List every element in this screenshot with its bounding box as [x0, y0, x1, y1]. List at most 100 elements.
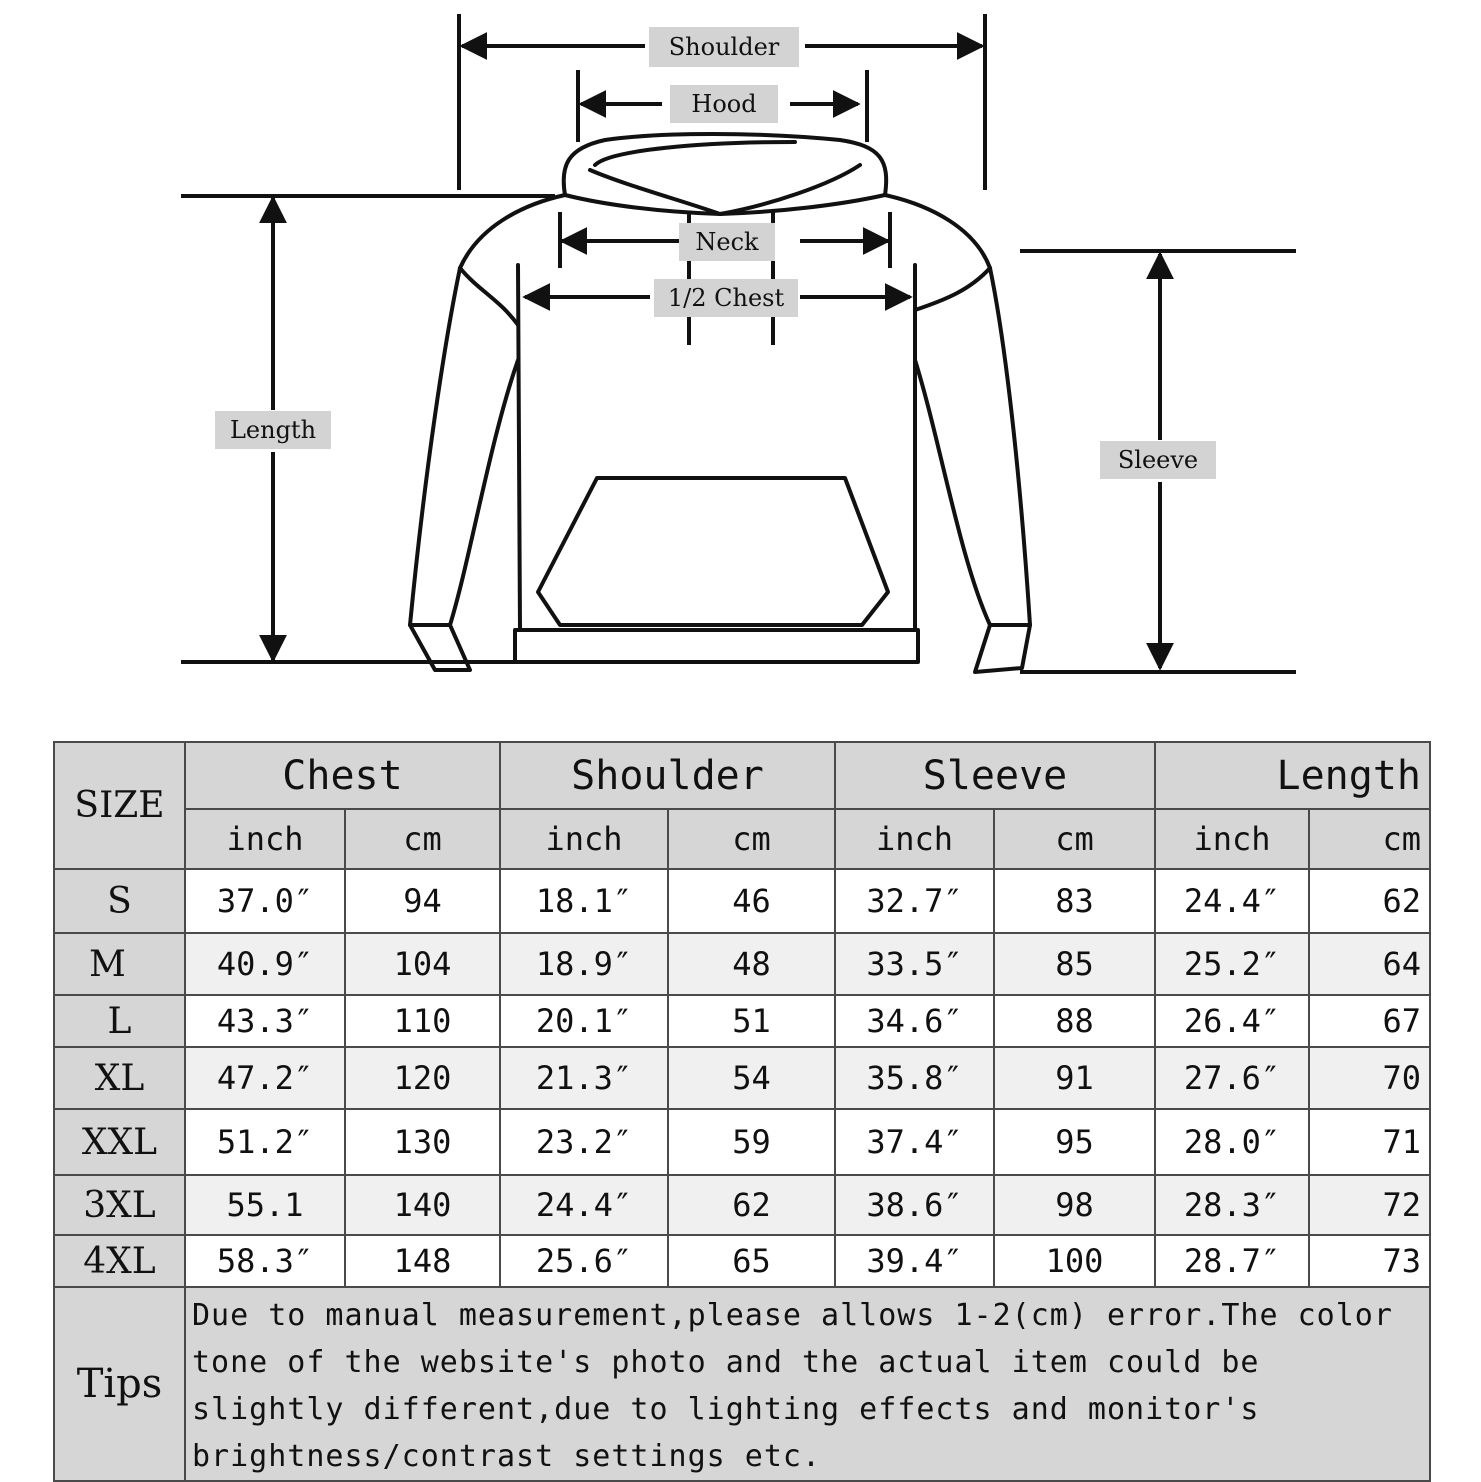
size-label: L — [53, 994, 186, 1048]
value-cell: 39.4″ — [834, 1234, 995, 1288]
value-cell: 64 — [1308, 932, 1431, 996]
label-hood: Hood — [670, 85, 778, 123]
size-label: XL — [53, 1046, 186, 1110]
unit-header: inch — [499, 808, 669, 870]
value-cell: 148 — [344, 1234, 501, 1288]
value-cell: 94 — [344, 868, 501, 934]
value-cell: 40.9″ — [184, 932, 346, 996]
table-row: XL 47.2″ 120 21.3″ 54 35.8″ 91 27.6″ 70 — [53, 1046, 1431, 1110]
value-cell: 67 — [1308, 994, 1431, 1048]
label-shoulder: Shoulder — [649, 27, 799, 67]
value-cell: 140 — [344, 1174, 501, 1236]
value-cell: 130 — [344, 1108, 501, 1176]
hoodie-outline — [408, 132, 1032, 674]
unit-header: cm — [1308, 808, 1431, 870]
value-cell: 70 — [1308, 1046, 1431, 1110]
size-label: M — [53, 932, 186, 996]
value-cell: 59 — [667, 1108, 836, 1176]
svg-text:Shoulder: Shoulder — [669, 33, 780, 61]
value-cell: 62 — [1308, 868, 1431, 934]
table-row: XXL 51.2″ 130 23.2″ 59 37.4″ 95 28.0″ 71 — [53, 1108, 1431, 1176]
value-cell: 43.3″ — [184, 994, 346, 1048]
value-cell: 58.3″ — [184, 1234, 346, 1288]
table-row: L 43.3″ 110 20.1″ 51 34.6″ 88 26.4″ 67 — [53, 994, 1431, 1048]
value-cell: 18.9″ — [499, 932, 669, 996]
unit-header: cm — [344, 808, 501, 870]
svg-text:Sleeve: Sleeve — [1118, 446, 1198, 474]
value-cell: 26.4″ — [1154, 994, 1310, 1048]
value-cell: 65 — [667, 1234, 836, 1288]
value-cell: 46 — [667, 868, 836, 934]
tips-text: Due to manual measurement,please allows … — [184, 1286, 1431, 1482]
table-row: 3XL 55.1 140 24.4″ 62 38.6″ 98 28.3″ 72 — [53, 1174, 1431, 1236]
value-cell: 37.0″ — [184, 868, 346, 934]
value-cell: 51 — [667, 994, 836, 1048]
value-cell: 104 — [344, 932, 501, 996]
label-neck: Neck — [679, 223, 775, 261]
value-cell: 83 — [993, 868, 1156, 934]
unit-header: inch — [1154, 808, 1310, 870]
value-cell: 28.3″ — [1154, 1174, 1310, 1236]
table-row: M 40.9″ 104 18.9″ 48 33.5″ 85 25.2″ 64 — [53, 932, 1431, 996]
value-cell: 73 — [1308, 1234, 1431, 1288]
value-cell: 34.6″ — [834, 994, 995, 1048]
svg-text:Neck: Neck — [695, 228, 759, 256]
value-cell: 48 — [667, 932, 836, 996]
value-cell: 51.2″ — [184, 1108, 346, 1176]
group-header-sleeve: Sleeve — [834, 741, 1156, 810]
group-header-shoulder: Shoulder — [499, 741, 836, 810]
unit-header: inch — [184, 808, 346, 870]
value-cell: 85 — [993, 932, 1156, 996]
unit-header: cm — [667, 808, 836, 870]
label-sleeve: Sleeve — [1100, 441, 1216, 479]
size-label: 4XL — [53, 1234, 186, 1288]
unit-header: cm — [993, 808, 1156, 870]
value-cell: 54 — [667, 1046, 836, 1110]
value-cell: 88 — [993, 994, 1156, 1048]
measurement-lines — [181, 14, 1296, 674]
value-cell: 20.1″ — [499, 994, 669, 1048]
value-cell: 28.7″ — [1154, 1234, 1310, 1288]
value-cell: 38.6″ — [834, 1174, 995, 1236]
value-cell: 72 — [1308, 1174, 1431, 1236]
label-half-chest: 1/2 Chest — [654, 279, 798, 317]
group-header-chest: Chest — [184, 741, 501, 810]
svg-text:1/2 Chest: 1/2 Chest — [668, 284, 785, 312]
label-length: Length — [215, 411, 331, 449]
value-cell: 47.2″ — [184, 1046, 346, 1110]
value-cell: 71 — [1308, 1108, 1431, 1176]
value-cell: 35.8″ — [834, 1046, 995, 1110]
size-label: 3XL — [53, 1174, 186, 1236]
value-cell: 32.7″ — [834, 868, 995, 934]
value-cell: 23.2″ — [499, 1108, 669, 1176]
value-cell: 100 — [993, 1234, 1156, 1288]
value-cell: 55.1 — [184, 1174, 346, 1236]
value-cell: 18.1″ — [499, 868, 669, 934]
value-cell: 98 — [993, 1174, 1156, 1236]
hoodie-measurement-diagram: Shoulder Hood Neck 1/2 Chest Length Slee… — [181, 14, 1296, 674]
table-row: 4XL 58.3″ 148 25.6″ 65 39.4″ 100 28.7″ 7… — [53, 1234, 1431, 1288]
value-cell: 27.6″ — [1154, 1046, 1310, 1110]
tips-label: Tips — [53, 1286, 186, 1482]
table-row: S 37.0″ 94 18.1″ 46 32.7″ 83 24.4″ 62 — [53, 868, 1431, 934]
value-cell: 110 — [344, 994, 501, 1048]
value-cell: 62 — [667, 1174, 836, 1236]
value-cell: 33.5″ — [834, 932, 995, 996]
value-cell: 24.4″ — [499, 1174, 669, 1236]
value-cell: 21.3″ — [499, 1046, 669, 1110]
group-header-length: Length — [1154, 741, 1431, 810]
value-cell: 24.4″ — [1154, 868, 1310, 934]
value-cell: 25.6″ — [499, 1234, 669, 1288]
size-chart-table: SIZE Chest Shoulder Sleeve Length inch c… — [53, 741, 1431, 1482]
value-cell: 37.4″ — [834, 1108, 995, 1176]
size-header: SIZE — [53, 741, 186, 870]
value-cell: 91 — [993, 1046, 1156, 1110]
size-label: S — [53, 868, 186, 934]
svg-text:Hood: Hood — [691, 90, 756, 118]
value-cell: 95 — [993, 1108, 1156, 1176]
value-cell: 120 — [344, 1046, 501, 1110]
svg-text:Length: Length — [230, 416, 316, 444]
unit-header: inch — [834, 808, 995, 870]
size-label: XXL — [53, 1108, 186, 1176]
value-cell: 28.0″ — [1154, 1108, 1310, 1176]
